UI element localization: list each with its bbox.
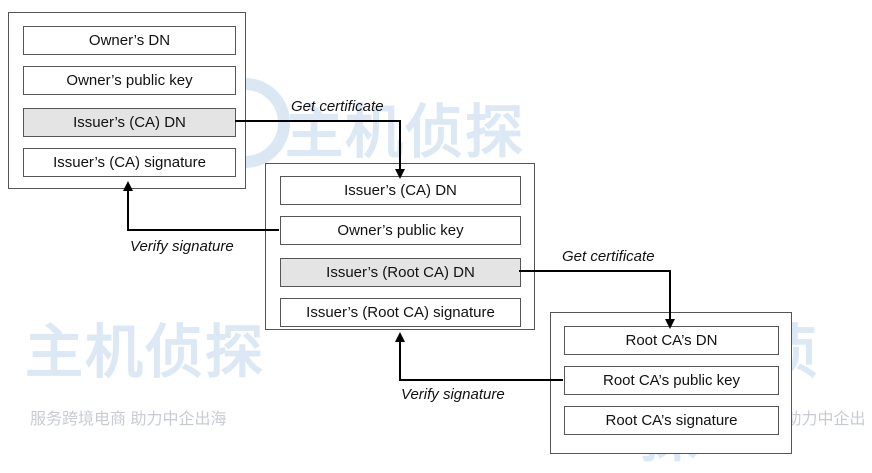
owner-dn-field: Owner’s DN [23, 26, 236, 55]
root-ca-certificate: Root CA’s DN Root CA’s public key Root C… [550, 312, 792, 454]
verify-signature-label: Verify signature [130, 238, 234, 255]
ca-owner-public-key-field: Owner’s public key [280, 216, 521, 245]
get-certificate-label: Get certificate [562, 248, 655, 265]
ca-certificate: Issuer’s (CA) DN Owner’s public key Issu… [265, 163, 535, 330]
verify-signature-arrow-2 [395, 332, 563, 381]
get-certificate-arrow-1 [235, 120, 405, 179]
root-ca-public-key-field: Root CA’s public key [564, 366, 779, 395]
issuer-ca-signature-field: Issuer’s (CA) signature [23, 148, 236, 177]
verify-signature-arrow-1 [123, 181, 279, 231]
owner-public-key-field: Owner’s public key [23, 66, 236, 95]
owner-certificate: Owner’s DN Owner’s public key Issuer’s (… [8, 12, 246, 189]
issuer-root-ca-signature-field: Issuer’s (Root CA) signature [280, 298, 521, 327]
get-certificate-label: Get certificate [291, 98, 384, 115]
verify-signature-label: Verify signature [401, 386, 505, 403]
root-ca-signature-field: Root CA’s signature [564, 406, 779, 435]
ca-issuer-dn-field: Issuer’s (CA) DN [280, 176, 521, 205]
issuer-ca-dn-field: Issuer’s (CA) DN [23, 108, 236, 137]
issuer-root-ca-dn-field: Issuer’s (Root CA) DN [280, 258, 521, 287]
get-certificate-arrow-2 [519, 270, 675, 329]
connector-arrows [123, 120, 675, 381]
